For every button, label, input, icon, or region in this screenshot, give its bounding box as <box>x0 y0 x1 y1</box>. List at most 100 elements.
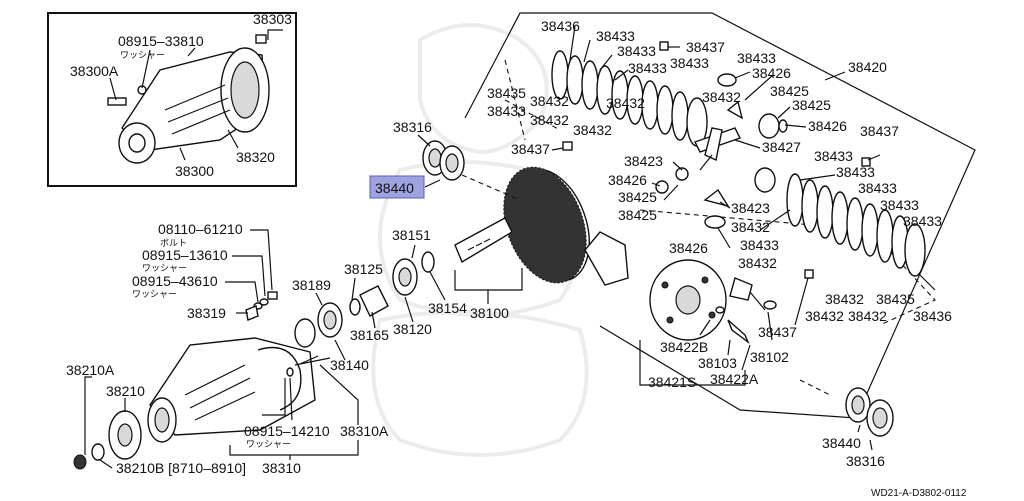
leader <box>187 47 196 57</box>
label-38210B: 38210B [8710–8910] <box>116 460 246 476</box>
label-38437: 38437 <box>758 324 797 340</box>
label-38420: 38420 <box>848 59 887 75</box>
leader <box>794 277 809 326</box>
leader <box>672 161 683 171</box>
label-38300: 38300 <box>175 163 214 179</box>
label-38437: 38437 <box>860 123 899 139</box>
leader <box>741 344 751 371</box>
label-38426: 38426 <box>752 65 791 81</box>
label-38165: 38165 <box>350 327 389 343</box>
leader <box>717 227 731 249</box>
carrier-housing-inset <box>107 34 270 164</box>
label-38310A: 38310A <box>340 423 389 439</box>
label-38433: 38433 <box>628 60 667 76</box>
label-38432: 38432 <box>530 112 569 128</box>
leader <box>919 274 936 291</box>
dashed-guide <box>799 379 831 396</box>
label-38436: 38436 <box>913 308 952 324</box>
washer-note: ワッシャー <box>142 264 187 274</box>
clutch-pack-upper <box>551 41 708 151</box>
leader <box>404 296 414 323</box>
leader <box>84 376 92 455</box>
leader <box>651 182 661 187</box>
leader <box>663 184 679 201</box>
label-38125: 38125 <box>344 261 383 277</box>
label-08915-13610: 08915–13610 <box>142 247 228 263</box>
label-38437: 38437 <box>511 141 550 157</box>
leader <box>719 201 731 209</box>
label-38310: 38310 <box>262 460 301 476</box>
washer-note: ワッシャー <box>132 290 177 300</box>
differential-case-38421S <box>584 231 777 345</box>
label-38432: 38432 <box>573 122 612 138</box>
dashed-axis <box>461 174 521 201</box>
label-38433: 38433 <box>670 55 709 71</box>
label-38440-highlighted: 38440 <box>375 180 414 196</box>
leader <box>424 179 441 188</box>
differential-carrier-38310 <box>147 337 319 443</box>
leader <box>599 54 613 71</box>
label-38433: 38433 <box>740 237 779 253</box>
label-38140: 38140 <box>330 357 369 373</box>
diagram-code: WD21-A-D3802-0112 <box>871 488 967 499</box>
leader <box>371 311 376 329</box>
leader <box>227 129 239 149</box>
label-38316: 38316 <box>846 453 885 469</box>
inset-frame <box>47 12 297 187</box>
label-38303: 38303 <box>253 11 292 27</box>
label-38432: 38432 <box>530 93 569 109</box>
label-38151: 38151 <box>392 227 431 243</box>
label-38432: 38432 <box>738 255 777 271</box>
leader <box>109 77 117 101</box>
label-38426: 38426 <box>608 172 647 188</box>
leader <box>179 147 186 161</box>
leader <box>232 255 266 297</box>
label-38100: 38100 <box>470 305 509 321</box>
leader <box>767 311 773 341</box>
label-38436: 38436 <box>541 18 580 34</box>
label-38433: 38433 <box>858 180 897 196</box>
side-gears-and-pinions <box>655 73 788 229</box>
bracket-38310 <box>229 440 359 456</box>
leader <box>614 69 629 81</box>
leader <box>857 424 861 433</box>
label-38426: 38426 <box>808 118 847 134</box>
label-38422A: 38422A <box>710 371 759 387</box>
label-38319: 38319 <box>187 305 226 321</box>
label-38422B: 38422B <box>660 339 708 355</box>
washer-note: ワッシャー <box>120 51 165 61</box>
diff-assembly-frame <box>464 12 976 419</box>
label-38433: 38433 <box>487 103 526 119</box>
label-38433: 38433 <box>880 197 919 213</box>
label-38425: 38425 <box>792 97 831 113</box>
leader <box>225 281 259 303</box>
leader <box>699 154 713 171</box>
leader <box>734 71 751 79</box>
label-38435: 38435 <box>487 85 526 101</box>
label-08915-43610: 08915–43610 <box>132 273 218 289</box>
leader <box>869 439 873 451</box>
leader <box>351 277 356 301</box>
label-38189: 38189 <box>292 277 331 293</box>
leader <box>262 378 286 416</box>
label-38210: 38210 <box>106 383 145 399</box>
label-38425: 38425 <box>618 189 657 205</box>
leader <box>784 124 807 128</box>
dashed-guide <box>504 59 561 141</box>
leader <box>867 154 881 161</box>
stud-38310A <box>294 357 331 366</box>
label-38300A: 38300A <box>70 63 119 79</box>
leader <box>551 147 564 151</box>
bracket-38100 <box>454 268 523 291</box>
label-38433: 38433 <box>836 164 875 180</box>
label-38320: 38320 <box>236 149 275 165</box>
leader <box>699 319 711 336</box>
leader <box>824 71 846 81</box>
label-38432: 38432 <box>702 89 741 105</box>
leader <box>727 339 731 356</box>
label-38427: 38427 <box>762 139 801 155</box>
label-38423: 38423 <box>624 153 663 169</box>
label-38433: 38433 <box>617 43 656 59</box>
label-38210A: 38210A <box>66 362 115 378</box>
leader <box>429 271 446 301</box>
